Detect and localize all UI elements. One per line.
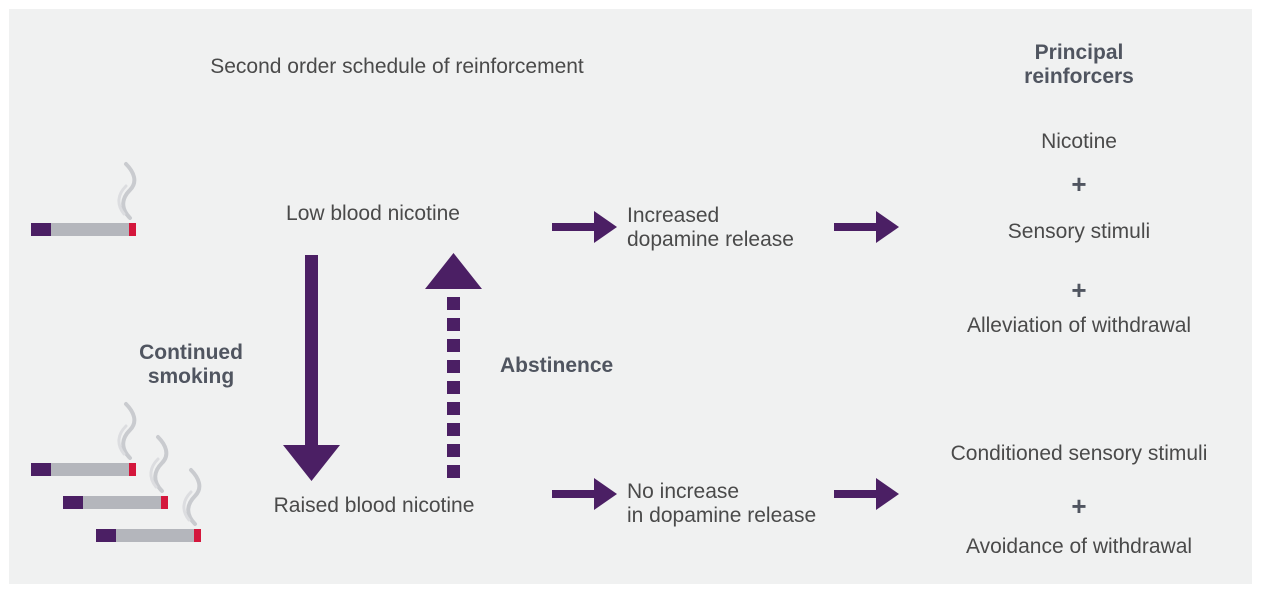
- arrow-right-icon: [834, 211, 899, 243]
- continued-smoking-label: Continued smoking: [139, 341, 243, 389]
- dashed-arrow-up-icon: [425, 253, 482, 478]
- low-blood-nicotine-label: Low blood nicotine: [286, 202, 460, 225]
- abstinence-label: Abstinence: [500, 354, 614, 377]
- no-increase-line-1: No increase: [627, 480, 740, 503]
- cigarette-icon: [31, 162, 137, 236]
- raised-blood-nicotine-label: Raised blood nicotine: [273, 494, 475, 517]
- continued-smoking-line-1: Continued: [139, 341, 243, 364]
- continued-smoking-line-2: smoking: [147, 365, 235, 388]
- plus-sign: +: [1071, 275, 1087, 305]
- diagram-panel: [9, 9, 1252, 584]
- no-increase-line-2: in dopamine release: [627, 504, 817, 527]
- arrow-right-icon: [834, 478, 899, 510]
- no-increase-dopamine-label: No increase in dopamine release: [627, 480, 816, 528]
- diagram-title: Second order schedule of reinforcement: [210, 55, 584, 78]
- principal-header-line-2: reinforcers: [1024, 65, 1134, 88]
- reinforcer-alleviation-withdrawal: Alleviation of withdrawal: [966, 314, 1192, 337]
- principal-header-line-1: Principal: [1034, 41, 1124, 64]
- reinforcer-nicotine: Nicotine: [1041, 130, 1117, 153]
- arrow-right-icon: [552, 211, 617, 243]
- plus-sign: +: [1071, 491, 1087, 521]
- reinforcer-sensory-stimuli: Sensory stimuli: [1007, 220, 1151, 243]
- reinforcer-avoidance-withdrawal: Avoidance of withdrawal: [965, 535, 1193, 558]
- increased-dopamine-label: Increased dopamine release: [627, 204, 794, 252]
- arrow-down-icon: [283, 255, 340, 481]
- increased-dopamine-line-1: Increased: [627, 204, 720, 227]
- increased-dopamine-line-2: dopamine release: [627, 228, 794, 251]
- arrow-right-icon: [552, 478, 617, 510]
- reinforcer-conditioned-sensory: Conditioned sensory stimuli: [950, 442, 1208, 465]
- plus-sign: +: [1071, 169, 1087, 199]
- principal-reinforcers-header: Principal reinforcers: [1024, 41, 1134, 89]
- three-cigarettes-icon: [31, 402, 202, 542]
